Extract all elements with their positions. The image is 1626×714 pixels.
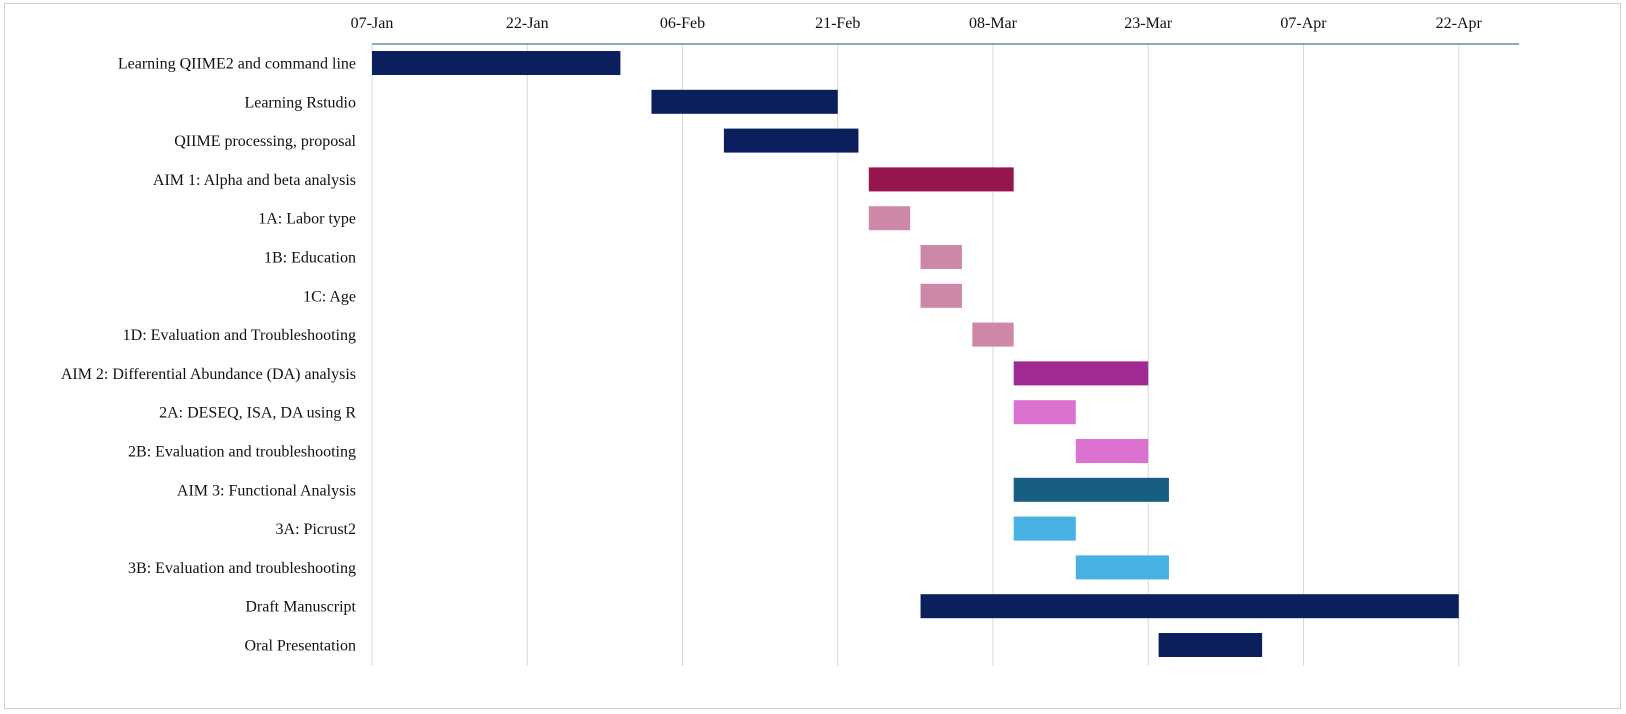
- task-bars: [372, 51, 1459, 657]
- gantt-chart-canvas: 07-Jan 22-Jan 06-Feb 21-Feb 08-Mar 23-Mar 07-A…: [61, 15, 1519, 666]
- x-tick-label: 22-Apr: [1436, 15, 1483, 32]
- task-bar: [1158, 633, 1263, 657]
- task-label: QIIME processing, proposal: [174, 133, 356, 150]
- x-tick-label: 21-Feb: [815, 15, 860, 32]
- x-tick-label: 06-Feb: [660, 15, 705, 32]
- x-tick-label: 07-Jan: [351, 15, 394, 32]
- gridlines: [371, 44, 1460, 666]
- gantt-chart: 07-Jan 22-Jan 06-Feb 21-Feb 08-Mar 23-Mar 07-A…: [4, 3, 1621, 709]
- task-bar: [372, 51, 621, 75]
- task-labels: Learning QIIME2 and command lineLearning…: [61, 56, 357, 655]
- task-label: 1A: Labor type: [258, 211, 356, 228]
- task-bar: [920, 594, 1459, 619]
- task-bar: [1013, 516, 1076, 541]
- task-label: 2B: Evaluation and troubleshooting: [128, 444, 356, 461]
- x-axis-ticks: 07-Jan 22-Jan 06-Feb 21-Feb 08-Mar 23-Mar 07-A…: [351, 15, 1483, 32]
- task-label: Learning Rstudio: [244, 94, 356, 111]
- task-bar: [1013, 361, 1149, 386]
- task-label: AIM 3: Functional Analysis: [177, 482, 356, 499]
- task-bar: [723, 128, 859, 153]
- task-label: AIM 2: Differential Abundance (DA) analy…: [61, 366, 356, 383]
- task-label: AIM 1: Alpha and beta analysis: [153, 172, 356, 189]
- x-tick-label: 08-Mar: [969, 15, 1018, 32]
- task-bar: [920, 283, 962, 308]
- task-bar: [1075, 555, 1169, 580]
- task-bar: [868, 206, 911, 231]
- task-bar: [920, 245, 962, 269]
- x-tick-label: 22-Jan: [506, 15, 549, 32]
- task-bar: [1013, 477, 1169, 502]
- task-bar: [972, 322, 1014, 347]
- task-label: 2A: DESEQ, ISA, DA using R: [159, 405, 356, 422]
- task-label: 1B: Education: [264, 250, 356, 267]
- task-bar: [868, 167, 1014, 192]
- task-bar: [1013, 400, 1076, 425]
- task-label: 1C: Age: [303, 288, 356, 305]
- task-bar: [1075, 439, 1149, 463]
- x-tick-label: 23-Mar: [1124, 15, 1173, 32]
- x-tick-label: 07-Apr: [1280, 15, 1327, 32]
- task-bar: [651, 89, 838, 114]
- task-label: 3A: Picrust2: [276, 521, 356, 538]
- task-label: Oral Presentation: [244, 638, 356, 655]
- task-label: Draft Manuscript: [245, 599, 356, 616]
- task-label: 3B: Evaluation and troubleshooting: [128, 560, 356, 577]
- task-label: Learning QIIME2 and command line: [118, 56, 356, 73]
- task-label: 1D: Evaluation and Troubleshooting: [123, 327, 356, 344]
